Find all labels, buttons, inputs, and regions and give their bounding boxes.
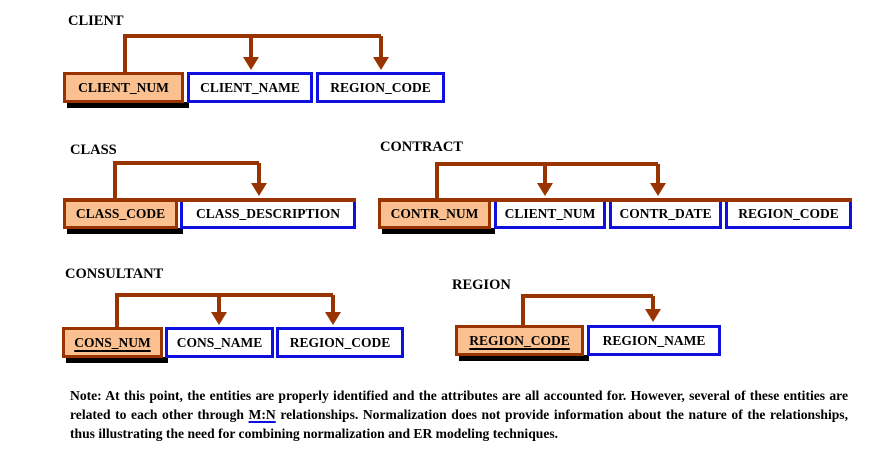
client-num-shadow [67,102,189,108]
attribute-label: CLIENT_NUM [78,79,169,95]
attribute-box-contract-region-code: REGION_CODE [725,198,852,229]
consultant-dependency-arrow [115,293,341,327]
note-suffix: relationships. Normalization does not pr… [70,407,848,441]
entity-label-contract: CONTRACT [380,139,463,155]
attribute-label: CLASS_DESCRIPTION [195,205,341,221]
attribute-box-client-name: CLIENT_NAME [187,72,313,103]
entity-label-consultant: CONSULTANT [65,266,164,282]
class-dependency-arrow [63,161,356,202]
cons-num-shadow [66,357,168,363]
attribute-box-contract-client-num: CLIENT_NUM [494,198,606,229]
attribute-box-client-region-code: REGION_CODE [316,72,445,103]
contract-dependency-arrow [378,162,852,202]
attribute-label: CONTR_NUM [390,205,479,221]
attribute-box-contr-num: CONTR_NUM [378,198,491,229]
client-dependency-arrow [123,34,389,72]
entity-label-client: CLIENT [68,13,124,29]
attribute-label: CLASS_CODE [75,205,166,221]
attribute-box-region-code: REGION_CODE [455,325,584,356]
note-prefix: Note: At this point, the entities are pr… [70,388,848,422]
attribute-label: REGION_CODE [738,205,839,221]
mn-relationship-highlight: M:N [248,407,276,422]
attribute-box-class-description: CLASS_DESCRIPTION [180,198,356,229]
attribute-label: CONS_NAME [176,334,263,350]
attribute-label: CONTR_DATE [619,205,712,221]
attribute-label: REGION_NAME [602,332,706,348]
class-code-shadow [67,228,183,234]
contr-num-shadow [382,228,495,234]
note-text: Note: At this point, the entities are pr… [70,386,848,443]
attribute-box-cons-num: CONS_NUM [62,327,163,358]
attribute-label: CONS_NUM [74,334,151,350]
attribute-box-class-code: CLASS_CODE [63,198,178,229]
region-dependency-arrow [521,294,661,325]
attribute-box-region-name: REGION_NAME [587,325,721,356]
attribute-label: REGION_CODE [469,332,570,348]
attribute-box-cons-name: CONS_NAME [165,327,274,358]
region-code-shadow [459,355,589,361]
entity-label-class: CLASS [70,142,117,158]
attribute-label: REGION_CODE [289,334,391,350]
attribute-box-contr-date: CONTR_DATE [609,198,722,229]
attribute-label: CLIENT_NUM [504,205,596,221]
attribute-box-client-num: CLIENT_NUM [63,72,184,103]
attribute-label: CLIENT_NAME [200,79,300,95]
entity-label-region: REGION [452,277,511,293]
attribute-box-consultant-region-code: REGION_CODE [276,327,404,358]
attribute-label: REGION_CODE [330,79,431,95]
